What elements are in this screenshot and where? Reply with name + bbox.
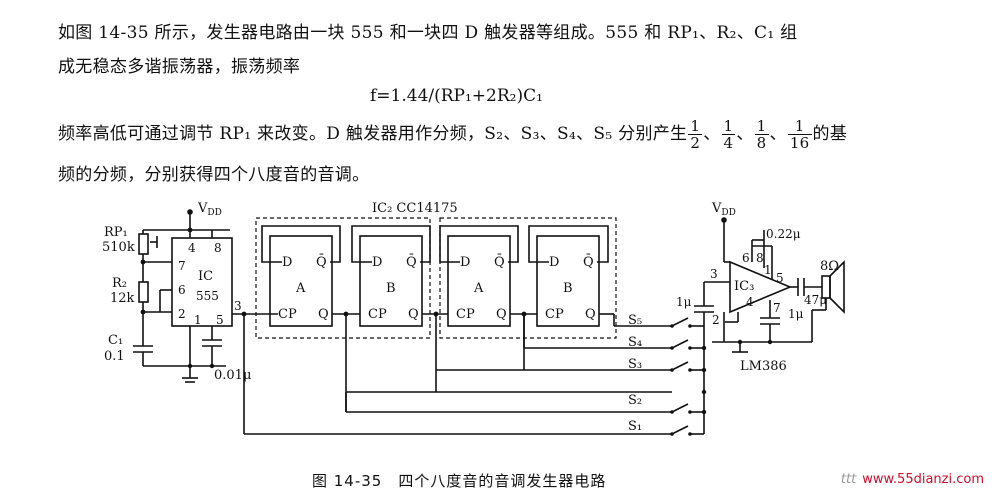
cap-022-label: 0.22μ: [766, 227, 801, 241]
flip-flop-1: D Q̄ A CP Q: [278, 254, 329, 322]
r2-value: 12k: [110, 291, 135, 306]
svg-text:A: A: [473, 281, 484, 296]
flip-flop-2: D Q̄ B CP Q: [368, 254, 419, 322]
pin-3-label: 3: [234, 299, 242, 313]
svg-text:Q̄: Q̄: [494, 254, 505, 270]
switch-s3-label: S₃: [628, 357, 642, 372]
lm-pin-4: 4: [746, 295, 754, 309]
svg-text:Q: Q: [496, 307, 507, 322]
pin-7-label: 7: [178, 259, 186, 273]
paragraph-line-2: 成无稳态多谐振荡器，振荡频率: [58, 57, 301, 77]
speaker-label: 8Ω: [820, 259, 839, 274]
svg-text:CP: CP: [368, 307, 387, 322]
line3-text: 频率高低可通过调节 RP₁ 来改变。D 触发器用作分频，S₂、S₃、S₄、S₅ …: [58, 124, 688, 144]
switch-s1-label: S₁: [628, 419, 642, 434]
flip-flop-3: D Q̄ A CP Q: [456, 254, 507, 322]
lm-pin-2: 2: [712, 313, 720, 327]
paragraph-line-4: 频的分频，分别获得四个八度音的音调。: [58, 165, 370, 185]
circuit-diagram: VDD RP₁ 510k R₂ 12k C₁ 0.1 0.01μ IC 555 …: [102, 201, 845, 436]
switch-s5-label: S₅: [628, 313, 642, 328]
lm-pin-1: 1: [764, 263, 772, 277]
paragraph-line-1: 如图 14-35 所示，发生器电路由一块 555 和一块四 D 触发器等组成。5…: [58, 23, 798, 43]
svg-text:Q: Q: [318, 307, 329, 322]
lm-pin-6: 6: [742, 251, 750, 265]
svg-text:B: B: [386, 281, 396, 296]
figure-caption: 图 14-35 四个八度音的音调发生器电路: [312, 472, 607, 490]
vdd-label-2: VDD: [711, 201, 736, 218]
pin-1-label: 1: [194, 313, 202, 327]
lm-pin-7: 7: [773, 301, 781, 315]
frequency-formula: f=1.44/(RP₁+2R₂)C₁: [370, 86, 543, 106]
flip-flop-4: D Q̄ B CP Q: [545, 254, 596, 322]
switch-s4-label: S₄: [628, 335, 642, 350]
svg-text:Q: Q: [408, 307, 419, 322]
cap-47u-label: 47μ: [804, 293, 827, 307]
switch-s2-label: S₂: [628, 393, 642, 408]
watermark-url: www.55dianzi.com: [862, 472, 984, 487]
pin-4-label: 4: [188, 241, 196, 255]
pin-6-label: 6: [178, 283, 186, 297]
svg-text:D: D: [460, 255, 470, 270]
svg-text:Q̄: Q̄: [406, 254, 417, 270]
svg-text:Q̄: Q̄: [316, 254, 327, 270]
svg-text:Q̄: Q̄: [583, 254, 594, 270]
c1-value: 0.1: [104, 349, 125, 364]
svg-text:D: D: [549, 255, 559, 270]
svg-text:D: D: [372, 255, 382, 270]
paragraph-line-3: 频率高低可通过调节 RP₁ 来改变。D 触发器用作分频，S₂、S₃、S₄、S₅ …: [58, 117, 848, 152]
svg-text:Q: Q: [585, 307, 596, 322]
cap-1u-bypass-label: 1μ: [788, 307, 804, 321]
r2-label: R₂: [112, 276, 127, 291]
ic555-name: IC: [198, 269, 213, 284]
cap-1u-input-label: 1μ: [676, 295, 692, 309]
svg-text:CP: CP: [278, 307, 297, 322]
ic555-type: 555: [196, 289, 219, 303]
svg-text:A: A: [295, 281, 306, 296]
rp1-label: RP₁: [104, 225, 128, 240]
lm-pin-5: 5: [776, 271, 784, 285]
rp1-value: 510k: [102, 240, 135, 255]
c1-label: C₁: [108, 333, 123, 348]
cap-001-label: 0.01μ: [214, 368, 251, 383]
svg-text:CP: CP: [545, 307, 564, 322]
pin-5-label: 5: [216, 313, 224, 327]
watermark-logo: ttt: [840, 472, 857, 487]
watermark: ttt www.55dianzi.com: [841, 472, 984, 487]
ic3-label: IC₃: [734, 279, 754, 294]
svg-text:D: D: [282, 255, 292, 270]
pin-2-label: 2: [178, 307, 186, 321]
svg-text:CP: CP: [456, 307, 475, 322]
pin-8-label: 8: [214, 241, 222, 255]
lm-pin-3: 3: [710, 267, 718, 281]
svg-text:B: B: [563, 281, 573, 296]
ic2-label: IC₂ CC14175: [372, 201, 458, 216]
lm386-label: LM386: [740, 359, 787, 374]
vdd-label-1: VDD: [197, 201, 222, 218]
lm-pin-8: 8: [756, 251, 764, 265]
